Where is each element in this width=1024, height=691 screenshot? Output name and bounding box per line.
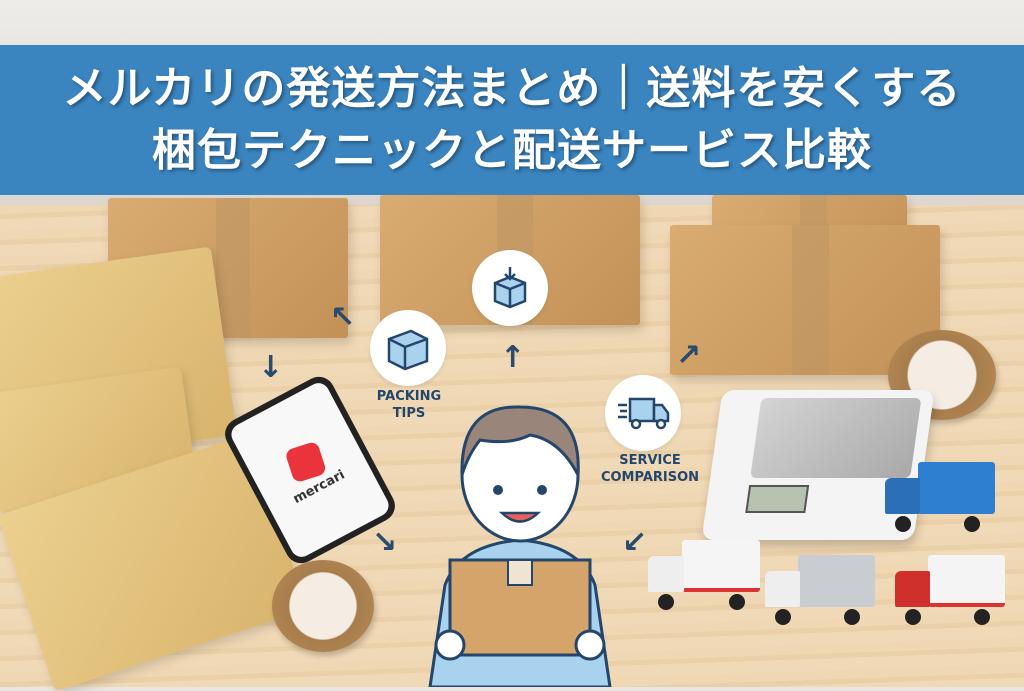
scale-display [745,485,810,513]
arrow-up-right-icon: ↗ [676,338,702,373]
arrow-up-icon: ↑ [500,340,526,375]
title-line-1: メルカリの発送方法まとめ｜送料を安くする [62,63,962,114]
packing-tape-roll [272,560,374,652]
arrow-down-icon: ↓ [258,350,284,385]
delivery-truck-icon [605,375,681,451]
arrow-down-left-icon: ↙ [622,525,648,560]
toy-truck-blue [885,462,995,532]
toy-truck-red [895,555,1005,625]
person-holding-box [428,405,612,687]
cardboard-box [670,225,940,375]
title-banner: メルカリの発送方法まとめ｜送料を安くする 梱包テクニックと配送サービス比較 [0,45,1024,195]
package-icon [370,310,446,386]
toy-truck-white [648,540,760,610]
title-line-2: 梱包テクニックと配送サービス比較 [152,125,872,176]
box-download-icon [472,250,548,326]
arrow-down-right-icon: ↘ [372,525,398,560]
toy-truck-grey [765,555,875,625]
arrow-up-left-icon: ↖ [330,300,356,335]
